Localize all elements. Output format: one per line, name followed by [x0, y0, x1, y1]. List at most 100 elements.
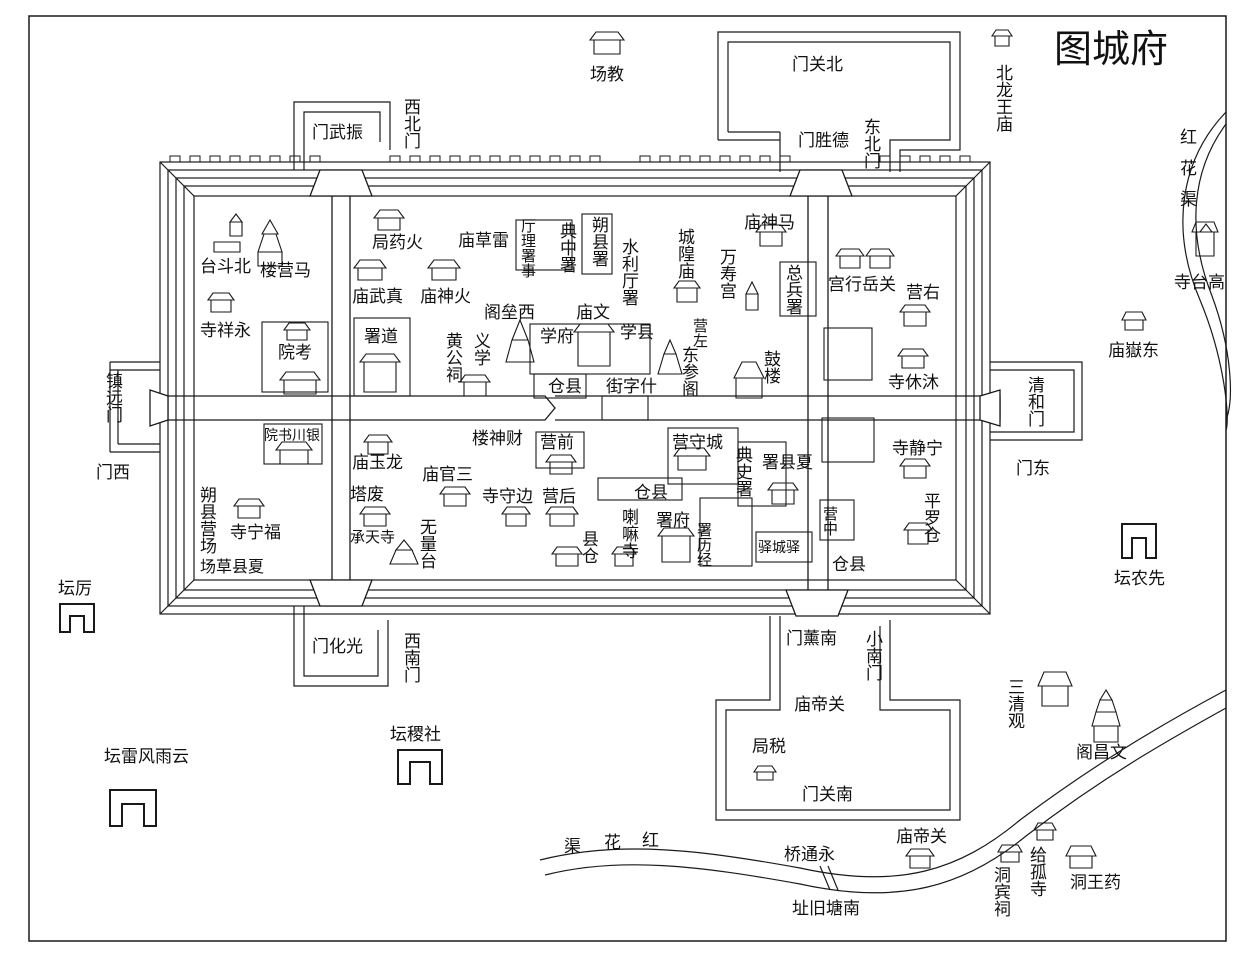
pavilion-icon [438, 486, 472, 507]
pagoda-icon [1198, 223, 1214, 233]
pavilion-icon [544, 454, 578, 475]
label-gulou: 鼓楼 [760, 350, 781, 384]
label-fushu: 署府 [656, 511, 690, 531]
label-yongxiangsi: 寺祥永 [200, 321, 251, 341]
pavilion-icon [1037, 671, 1073, 707]
pavilion-icon [206, 292, 236, 313]
label-dongbeimen: 东北门 [860, 118, 881, 170]
pagoda-icon [657, 338, 683, 375]
pavilion-icon [733, 361, 765, 399]
label-yongtongqiao: 桥通永 [784, 845, 835, 865]
pagoda-icon [389, 539, 419, 565]
pavilion-icon [997, 844, 1023, 863]
label-shizijie: 街字什 [606, 377, 657, 397]
label-xiancang-1: 仓县 [548, 377, 582, 397]
label-lijing-shu: 署历经 [695, 522, 713, 567]
label-yichengyi: 驿城驿 [758, 540, 800, 556]
label-beiguanmen: 门关北 [792, 55, 843, 75]
pagoda-icon [1091, 688, 1121, 743]
label-zhongying: 营中 [821, 506, 839, 536]
label-wenchangge: 阁昌文 [1076, 743, 1127, 763]
label-kaoyuan: 院考 [278, 343, 312, 363]
label-guanghuamen: 门化光 [312, 637, 363, 657]
altars [59, 523, 1157, 827]
map-frame [28, 15, 1227, 942]
label-youying: 营右 [906, 283, 940, 303]
pavilion-icon [362, 434, 394, 455]
label-zongbingshu: 总兵署 [782, 264, 803, 315]
vertical-labels: 北龙王庙 红花渠 西北门 东北门 厅理署事 典中署 朔县署 水利厅署 城隍庙 万… [102, 64, 1197, 917]
building-icons [206, 29, 1219, 869]
pavilion-icon [1121, 311, 1147, 331]
pavilion-icon [672, 447, 712, 471]
pavilion-icon [656, 527, 696, 563]
label-zhenwumen: 门武振 [312, 123, 363, 143]
pavilion-icon [834, 248, 866, 269]
pavilion-icon [358, 353, 402, 393]
label-leicaomiao: 庙草雷 [458, 231, 509, 251]
label-xileige: 阁垒西 [484, 303, 535, 323]
label-xiannongtan: 坛农先 [1114, 569, 1165, 589]
label-xiancang-2: 仓县 [634, 483, 668, 503]
label-zhenwumiao: 庙武真 [352, 287, 403, 307]
pavilion-icon [352, 259, 388, 281]
label-canal-hong: 红 [642, 831, 659, 851]
label-xiaonanmen: 小南门 [862, 630, 883, 682]
label-yaowangdong: 洞王药 [1070, 873, 1121, 893]
pavilion-icon [550, 546, 584, 567]
label-chenghuangmiao: 城隍庙 [674, 228, 695, 279]
pavilion-icon [672, 280, 702, 303]
label-huoshenmiao: 庙神火 [420, 287, 471, 307]
barbicans [109, 31, 1083, 821]
pavilion-icon [232, 498, 266, 519]
label-daoshu: 署道 [364, 327, 398, 347]
label-beidoutai: 台斗北 [200, 257, 251, 277]
label-chengtiansi: 承天寺 [350, 528, 395, 546]
label-qianying: 营前 [540, 433, 574, 453]
label-dongyuemiao: 庙嶽东 [1108, 341, 1159, 361]
label-wuliangtai: 无量台 [416, 518, 437, 569]
place-labels: 场教 门关北 门武振 门胜德 台斗北 楼营马 局药火 庙草雷 庙神马 宫行岳关 … [58, 55, 1225, 919]
label-dongcange: 东参阁 [678, 346, 699, 398]
label-canal-hua: 花 [604, 833, 621, 853]
label-wanshougong: 万寿宫 [716, 248, 737, 299]
label-canal-qu: 渠 [564, 837, 581, 857]
label-litan: 坛厉 [58, 579, 92, 599]
compound-outlines [261, 213, 875, 567]
label-yinchuan-shuyuan: 院书川银 [264, 428, 320, 444]
pavilion-icon [278, 371, 322, 395]
label-shuiju: 局税 [752, 737, 786, 757]
label-wenmiao: 庙文 [576, 303, 610, 323]
label-xiaxianshu: 署县夏 [762, 453, 813, 473]
label-gaotaisi: 寺台高 [1174, 273, 1225, 293]
label-lishi-shu: 厅理署事 [519, 218, 537, 278]
label-sanqingguan: 三清观 [1004, 678, 1025, 729]
label-mashenmiao: 庙神马 [744, 213, 795, 233]
pagoda-icon [745, 280, 759, 311]
label-huoyaoju: 局药火 [372, 233, 423, 253]
label-guandimiao-2: 庙帝关 [896, 827, 947, 847]
label-zhenyuanmen: 镇远门 [102, 372, 123, 424]
pavilion-icon [1065, 845, 1097, 869]
label-xinanmen: 西南门 [400, 632, 420, 684]
label-houying: 营后 [542, 487, 576, 507]
label-yixue: 义学 [470, 332, 491, 366]
pavilion-icon [544, 506, 580, 527]
label-qinghemen: 清和门 [1024, 376, 1045, 428]
label-bianshousi: 寺守边 [482, 487, 533, 507]
label-dianshi-shu: 典史署 [732, 446, 753, 497]
pavilion-icon [358, 506, 392, 527]
label-shuoxian-yingchang: 朔县营场 [196, 486, 217, 555]
label-huanggongci: 黄公祠 [442, 332, 463, 383]
label-xianxue: 学县 [620, 323, 654, 343]
label-nantang-jiuzhi: 址旧塘南 [792, 899, 860, 919]
pavilion-icon [372, 209, 406, 231]
pavilion-icon [754, 224, 788, 247]
pavilion-icon [458, 374, 492, 397]
pavilion-icon [572, 323, 616, 367]
pavilion-icon [864, 248, 896, 269]
pavilion-icon [896, 348, 930, 369]
label-sanguanmiao: 庙官三 [422, 465, 473, 485]
pavilion-icon [1033, 822, 1057, 841]
label-shengdemen: 门胜德 [798, 131, 849, 151]
